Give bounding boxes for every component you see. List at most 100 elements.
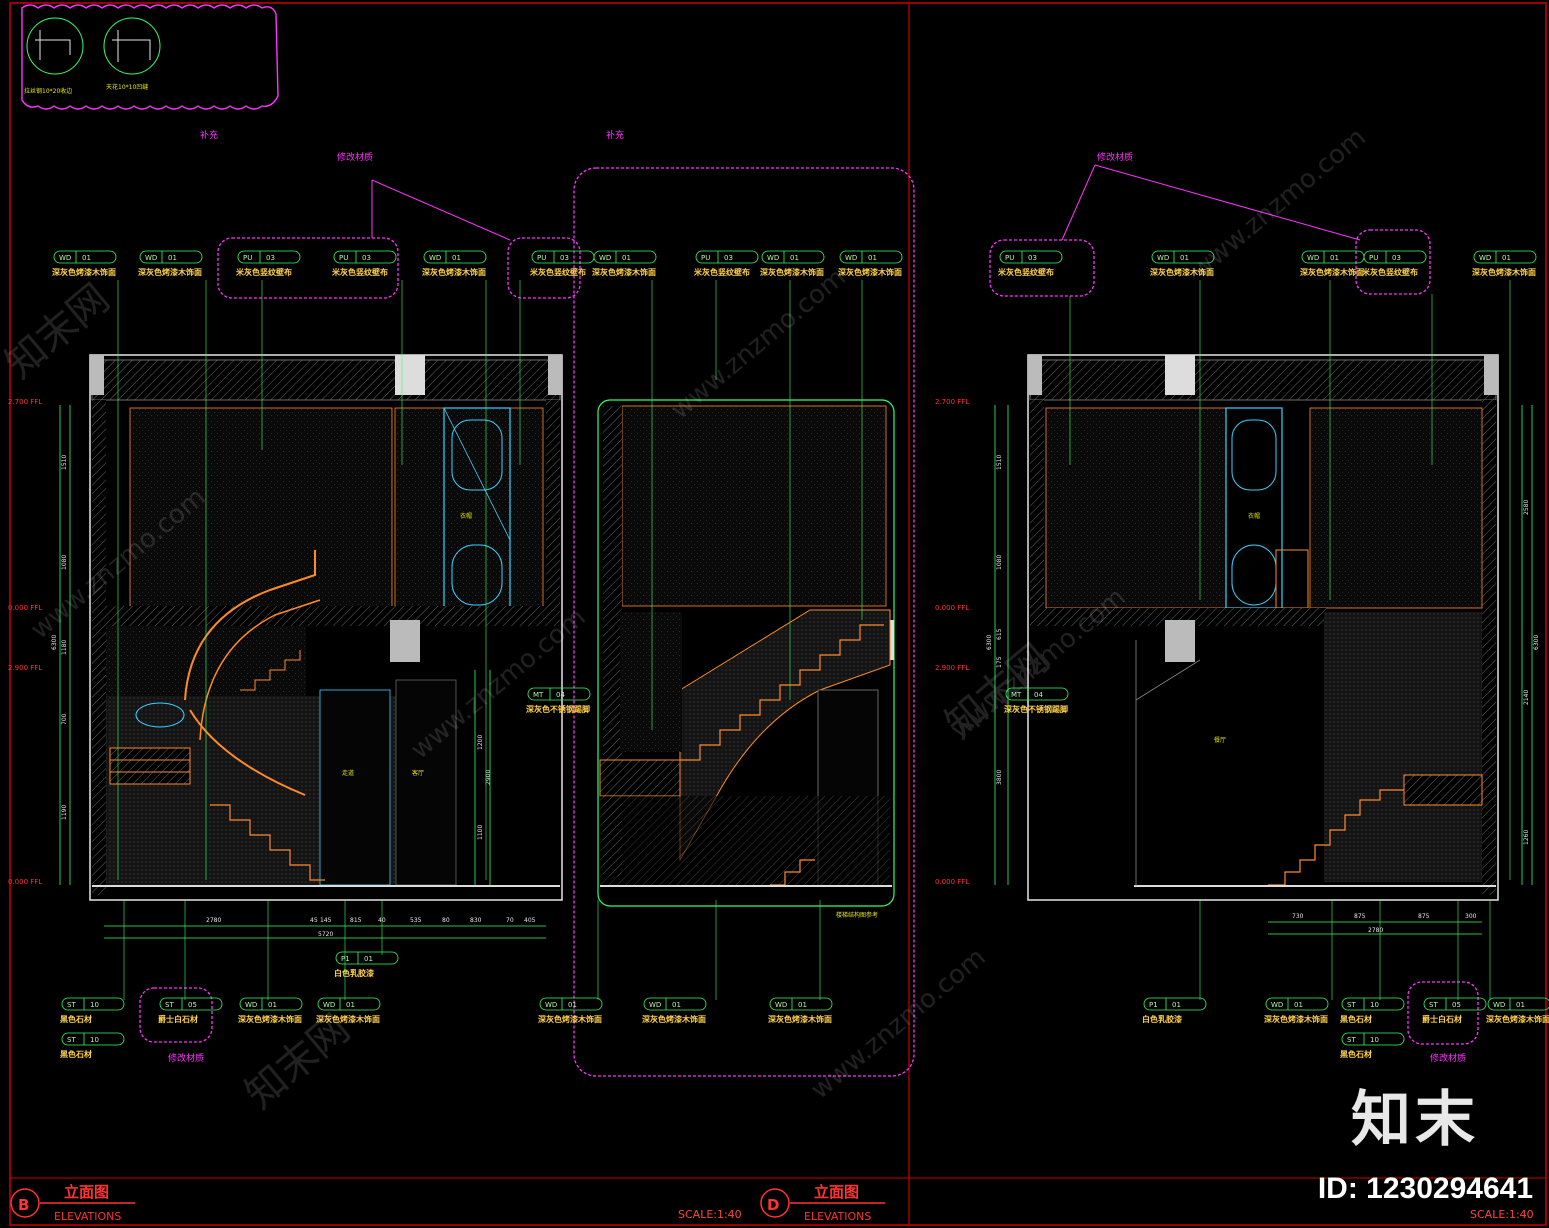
material-label: 米灰色竖纹壁布 <box>331 267 388 277</box>
material-label: 黑色石材 <box>60 1014 92 1024</box>
dim-lrv-0: 1200 <box>477 735 484 750</box>
revise-note-4: 修改材质 <box>1430 1052 1466 1064</box>
material-code: WD <box>59 254 71 262</box>
dim-right-total: 2780 <box>1368 927 1383 934</box>
dim-lrv-2: 1100 <box>477 825 484 840</box>
material-label: 深灰色烤漆木饰面 <box>760 267 824 277</box>
image-id: ID: 1230294641 <box>1317 1172 1533 1205</box>
material-number: 01 <box>346 1001 355 1009</box>
material-label: 深灰色不锈钢踢脚 <box>526 704 590 714</box>
dim-lv-4: 700 <box>61 713 68 725</box>
material-code: WD <box>1307 254 1319 262</box>
material-label: 深灰色烤漆木饰面 <box>838 267 902 277</box>
dim-rh-1: 875 <box>1354 913 1366 920</box>
material-label: 深灰色烤漆木饰面 <box>1150 267 1214 277</box>
dim-rh-3: 300 <box>1465 913 1477 920</box>
material-number: 01 <box>1516 1001 1525 1009</box>
view-scale-d: SCALE:1:40 <box>1470 1208 1534 1221</box>
dim-lh-9: 405 <box>524 917 536 924</box>
elevation-b <box>89 354 563 901</box>
material-code: WD <box>1157 254 1169 262</box>
material-label: 深灰色烤漆木饰面 <box>138 267 202 277</box>
dim-lh-1: 45 <box>310 917 318 924</box>
material-label: 白色乳胶漆 <box>1142 1014 1182 1024</box>
material-label: 深灰色烤漆木饰面 <box>1264 1014 1328 1024</box>
leader-lines <box>117 280 1511 1000</box>
level-right-4: 0.000 FFL <box>935 878 969 886</box>
room-label-e: 餐厅 <box>1214 736 1226 744</box>
material-code: WD <box>545 1001 557 1009</box>
material-number: 10 <box>90 1036 99 1044</box>
material-number: 01 <box>1502 254 1511 262</box>
level-right-2: 0.000 FFL <box>935 604 969 612</box>
material-number: 01 <box>622 254 631 262</box>
material-number: 01 <box>798 1001 807 1009</box>
elevation-middle <box>597 399 895 907</box>
level-left-3: 2.900 FFL <box>8 664 42 672</box>
material-number: 10 <box>1370 1036 1379 1044</box>
dim-rh-0: 730 <box>1292 913 1304 920</box>
material-label: 深灰色不锈钢踢脚 <box>1004 704 1068 714</box>
room-label-a: 走道 <box>342 769 354 777</box>
material-number: 01 <box>452 254 461 262</box>
material-number: 10 <box>1370 1001 1379 1009</box>
detail-label-1: 拉丝钢10*20收边 <box>24 87 72 95</box>
material-number: 03 <box>1392 254 1401 262</box>
material-label: 黑色石材 <box>1340 1014 1372 1024</box>
dim-lv-5: 1190 <box>61 805 68 820</box>
material-code: WD <box>1271 1001 1283 1009</box>
room-label-b: 客厅 <box>412 769 424 777</box>
dim-lv-3: 1180 <box>61 640 68 655</box>
detail-cloud: 拉丝钢10*20收边 天花10*10凹缝 <box>21 4 279 110</box>
material-code: PU <box>701 254 710 262</box>
material-code: WD <box>1479 254 1491 262</box>
view-letter-b: B <box>18 1196 29 1214</box>
material-label: 深灰色烤漆木饰面 <box>422 267 486 277</box>
material-tag: WD 01 深灰色烤漆木饰面 <box>1150 250 1215 277</box>
horizontal-dimensions: 2780 45 145 815 40 535 80 830 70 405 572… <box>104 913 1482 939</box>
dim-rv-3: 1260 <box>1523 830 1530 845</box>
dim-rh-2: 875 <box>1418 913 1430 920</box>
dim-lv-1: 1080 <box>61 555 68 570</box>
material-number: 04 <box>556 691 565 699</box>
dim-lh-0: 2780 <box>206 917 221 924</box>
dim-lh-8: 70 <box>506 917 514 924</box>
material-code: WD <box>767 254 779 262</box>
material-label: 爵士白石材 <box>158 1014 198 1024</box>
level-right-1: 2.700 FFL <box>935 398 969 406</box>
material-code: ST <box>165 1001 174 1009</box>
material-code: WD <box>845 254 857 262</box>
material-number: 01 <box>568 1001 577 1009</box>
room-label-d: 衣帽 <box>1248 512 1260 520</box>
material-label: 深灰色烤漆木饰面 <box>642 1014 706 1024</box>
dim-left-total: 5720 <box>318 931 333 938</box>
material-number: 01 <box>672 1001 681 1009</box>
material-code: ST <box>1347 1001 1356 1009</box>
material-code: PU <box>339 254 348 262</box>
material-number: 01 <box>1180 254 1189 262</box>
material-code: MT <box>533 691 544 699</box>
material-number: 03 <box>266 254 275 262</box>
supplement-note-2: 补充 <box>606 129 624 141</box>
view-letter-d: D <box>767 1196 779 1214</box>
material-label: 深灰色烤漆木饰面 <box>1486 1014 1549 1024</box>
elevation-d <box>1027 354 1499 901</box>
level-left-2: 0.000 FFL <box>8 604 42 612</box>
